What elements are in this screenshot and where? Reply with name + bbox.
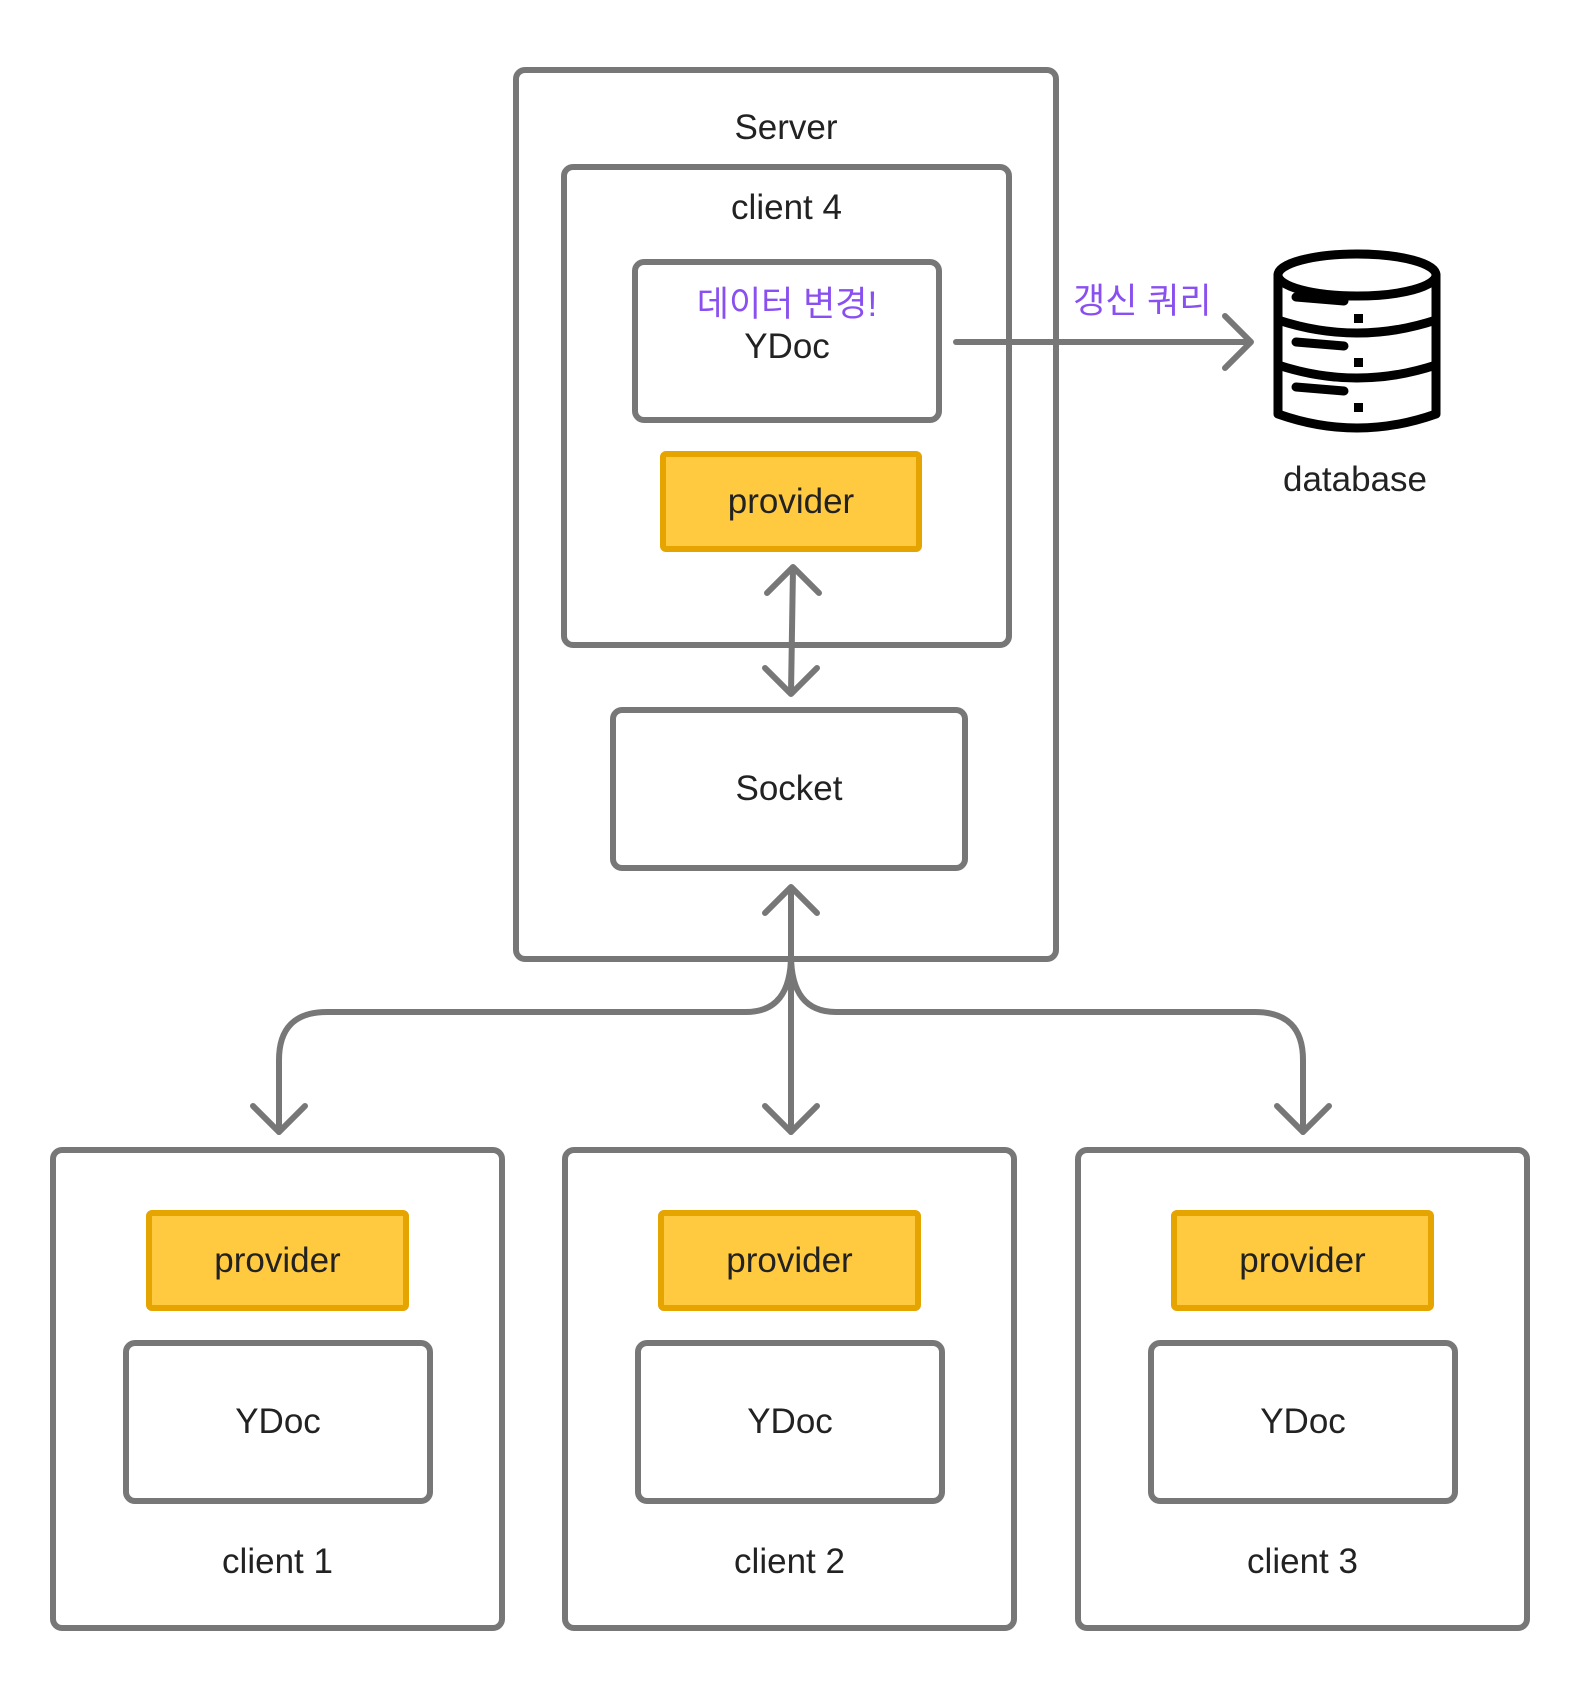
client4-provider: provider <box>660 451 922 552</box>
client4-title: client 4 <box>731 188 842 227</box>
client1-ydoc-box: YDoc <box>123 1340 433 1504</box>
arrowhead-right-database <box>1222 313 1254 371</box>
update-query-label: 갱신 쿼리 <box>1073 282 1212 321</box>
ydoc-label: YDoc <box>744 327 830 366</box>
branch-client1 <box>276 952 794 1135</box>
client1-provider: provider <box>146 1210 409 1311</box>
database-label: database <box>1282 460 1428 499</box>
arrowhead-down-client1 <box>250 1103 308 1135</box>
client4-ydoc-box: 데이터 변경! YDoc <box>632 259 942 423</box>
client3-ydoc-box: YDoc <box>1148 1340 1458 1504</box>
client2-provider: provider <box>658 1210 921 1311</box>
arrowhead-down-client3 <box>1274 1103 1332 1135</box>
database-indicators <box>1354 314 1363 412</box>
socket-box: Socket <box>610 707 968 871</box>
client3-provider: provider <box>1171 1210 1434 1311</box>
database-icon <box>1273 249 1441 433</box>
client1-title: client 1 <box>222 1542 333 1581</box>
client2-title: client 2 <box>734 1542 845 1581</box>
client2-ydoc-box: YDoc <box>635 1340 945 1504</box>
client3-title: client 3 <box>1247 1542 1358 1581</box>
server-title: Server <box>734 108 838 147</box>
data-change-note: 데이터 변경! <box>696 285 878 324</box>
arrowhead-down-client2 <box>762 1103 820 1135</box>
branch-client3 <box>788 952 1306 1135</box>
